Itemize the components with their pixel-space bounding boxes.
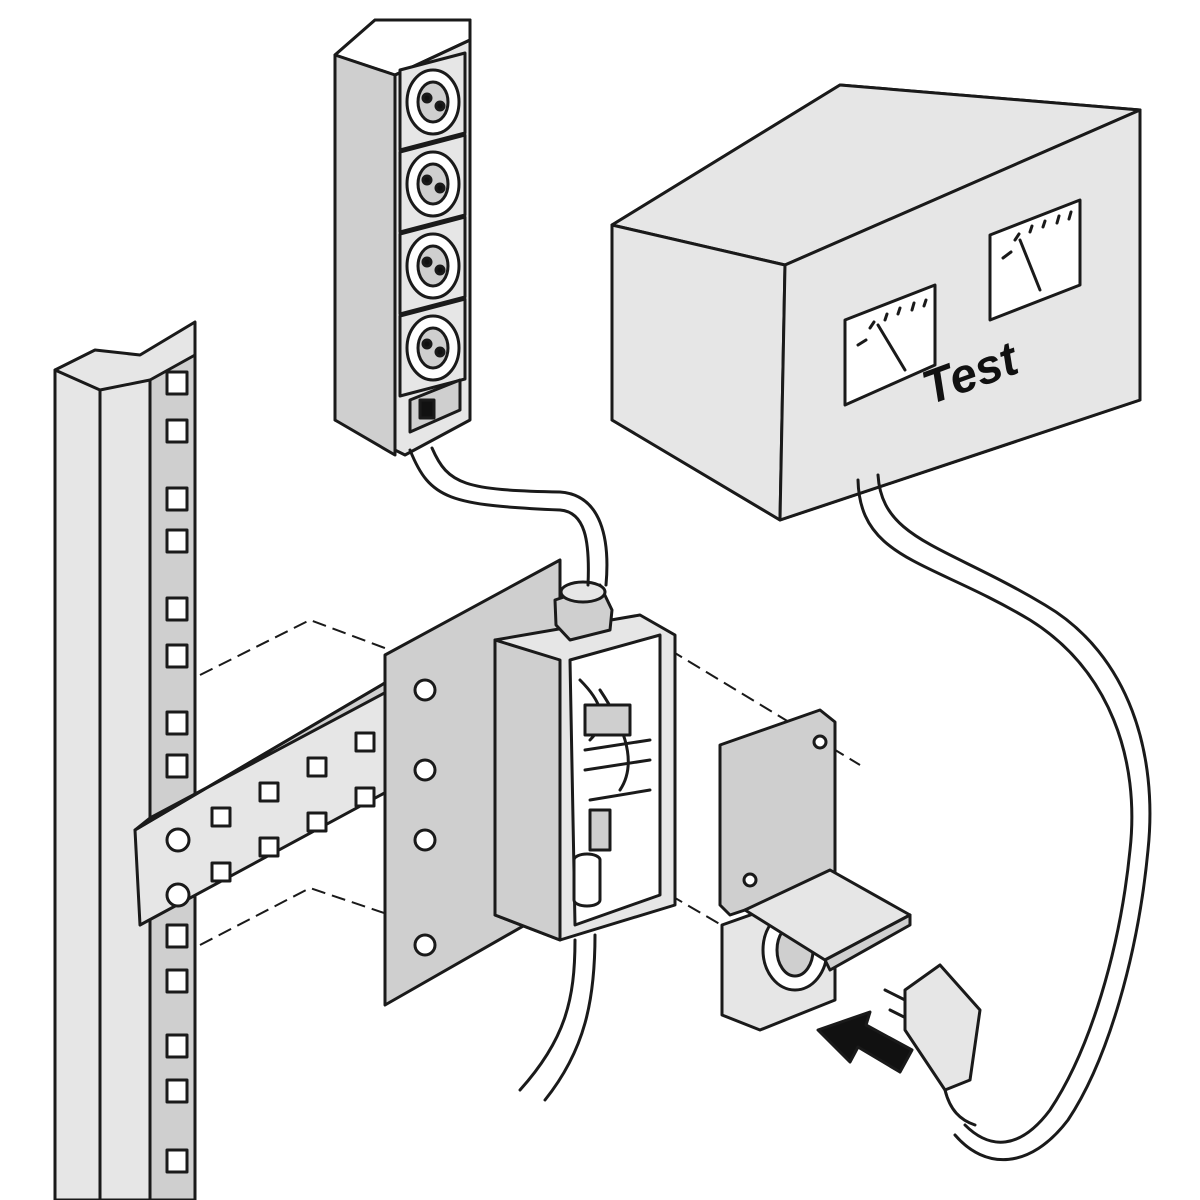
power-strip-sockets (398, 51, 467, 398)
gauge-left-icon (843, 283, 937, 407)
rail-hole (165, 1078, 189, 1104)
rail-hole (165, 370, 189, 396)
insert-arrow-icon (816, 1010, 914, 1074)
rail-hole (165, 1033, 189, 1059)
rail-hole (165, 923, 189, 949)
rail-hole (165, 528, 189, 554)
socket-outlet-icon (398, 297, 467, 398)
schuko-plug (883, 963, 982, 1127)
bar-hole (306, 811, 328, 833)
socket-outlet-icon (398, 215, 467, 316)
cable-gland (553, 580, 614, 642)
bar-hole (306, 756, 328, 778)
rail-hole (165, 968, 189, 994)
alignment-lines (199, 618, 861, 946)
rail-hole (165, 596, 189, 622)
gauge-right-icon (988, 198, 1082, 322)
rack-rail-holes (165, 370, 189, 1174)
bar-hole (210, 806, 232, 828)
bar-hole (354, 786, 376, 808)
rail-hole (165, 1148, 189, 1174)
rail-hole (165, 710, 189, 736)
rail-hole (165, 643, 189, 669)
rail-hole (165, 753, 189, 779)
socket-outlet-icon (398, 133, 467, 234)
rail-hole (165, 418, 189, 444)
bar-hole (354, 731, 376, 753)
rail-hole (165, 486, 189, 512)
bar-hole (258, 836, 280, 858)
socket-outlet-icon (398, 51, 467, 152)
plate-screws (413, 678, 437, 957)
power-switch-icon (408, 378, 462, 434)
junction-box (493, 580, 677, 1102)
power-strip (333, 18, 609, 587)
bar-screw-icon (165, 827, 191, 853)
junction-box-wiring (572, 678, 652, 908)
rack-rail (53, 320, 197, 1200)
bar-hole (258, 781, 280, 803)
bar-hole (210, 861, 232, 883)
socket-cover (718, 708, 912, 1032)
bar-screw-icon (165, 882, 191, 908)
test-device: Test (610, 83, 1152, 1162)
